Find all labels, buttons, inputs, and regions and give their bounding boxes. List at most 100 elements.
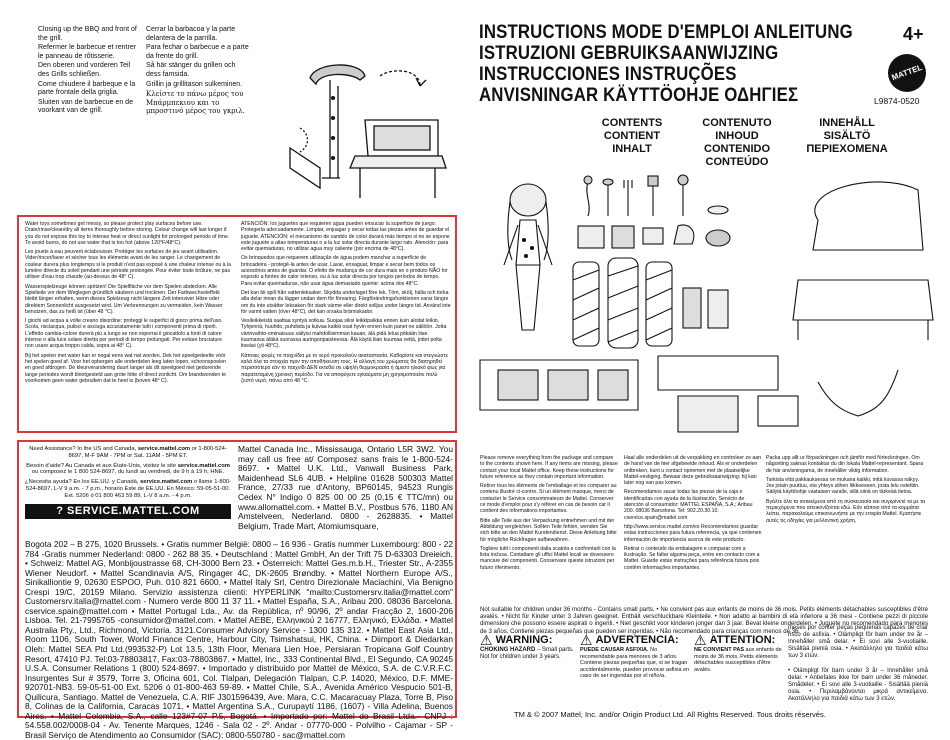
caption: Refermer le barbecue et rentrer le panne… [38, 44, 137, 60]
warning-triangle-icon: ⚠ [480, 632, 493, 648]
warning-triangle-icon: ⚠ [694, 632, 707, 648]
assistance-en: Need Assistance? In the US and Canada, s… [25, 446, 231, 460]
heading: INHALT [612, 143, 652, 155]
caption: Come chiudere il barbeque e la parte fro… [38, 80, 136, 97]
copyright-footer: TM & © 2007 Mattel, Inc. and/or Origin P… [514, 710, 826, 719]
assistance-question: Besoin d'aide? Au Canada et aux États-Un… [26, 462, 177, 469]
heading: CONTENTS [601, 117, 663, 129]
pack-col-3: Packa upp allt ur förpackningen och jämf… [766, 455, 926, 524]
warning-text: – Small parts. Not for children under 3 … [480, 647, 574, 660]
water-warning-right: ATENCIÓN: los juguetes que requieren agu… [241, 221, 451, 384]
paragraph: Os brinquedos que requerem utilização de… [241, 255, 448, 287]
paragraph: Det kan bli spill från vattenleksaker. S… [241, 289, 451, 315]
brand-logo-text: MATTEL [890, 62, 924, 83]
title-line: ISTRUZIONI GEBRUIKSAANWIJZING [479, 42, 779, 64]
contents-illustration [478, 170, 938, 440]
assistance-question: ¿Necesita ayuda? En los EE.UU. y Canadá, [25, 479, 139, 486]
warning-text: aux enfants de moins de 36 mois. Petits … [694, 647, 782, 673]
assistance-question: Need Assistance? In the US and Canada, [29, 446, 137, 452]
accessories [577, 174, 731, 249]
assistance-es: ¿Necesita ayuda? En los EE.UU. y Canadá,… [25, 479, 231, 499]
bbq-illustration [270, 28, 450, 198]
warning-heading: ADVERTENCIA: [595, 634, 679, 646]
caption: Κλείστε το πάνω μέρος του Μπάρμπεκιου κα… [146, 90, 245, 116]
heading: ΠΕΡΙΕΧΟΜΕΝΑ [806, 143, 888, 155]
warning-en: ⚠ WARNING: CHOKING HAZARD – Small parts.… [480, 633, 576, 661]
warning-sub: CHOKING HAZARD [480, 647, 536, 653]
paragraph: Please remove everything from the packag… [480, 455, 618, 480]
paragraph: Retirer tous les éléments de l'emballage… [480, 483, 617, 515]
paragraph: http://www.service.mattel.com/es Recomen… [624, 523, 762, 543]
assistance-panel: Need Assistance? In the US and Canada, s… [25, 446, 231, 519]
caption-col-2: Cerrar la barbacoa y la parte delantera … [146, 26, 250, 116]
paragraph: Κάποιες φορές τα παιχνίδια με το νερό πρ… [241, 352, 448, 384]
heading: CONTIENT [603, 130, 661, 142]
service-banner[interactable]: ? SERVICE.MATTEL.COM [25, 503, 231, 519]
contents-heading-2: CONTENUTO INHOUD CONTENIDO CONTEÚDO [682, 117, 792, 169]
heading: SISÄLTÖ [823, 130, 871, 142]
warning-right-text: meses por conter peças pequenas capazes … [788, 625, 928, 660]
address-text-top: Mattel Canada Inc., Mississauga, Ontario… [238, 444, 453, 531]
heading: CONTENIDO [704, 143, 770, 155]
service-link[interactable]: service.mattel.com [140, 479, 193, 486]
water-warning-left: Water toys sometimes get messy, so pleas… [25, 221, 232, 384]
contents-heading-1: CONTENTS CONTIENT INHALT [582, 117, 682, 156]
paragraph: Bij het spelen met water kan er nogal ee… [25, 352, 227, 384]
service-link[interactable]: service.mattel.com [177, 462, 230, 469]
assistance-detail: ou composez le 1 800 524-8697, du lundi … [31, 469, 225, 476]
brand-logo: MATTEL [888, 54, 926, 92]
contact-box: Need Assistance? In the US and Canada, s… [17, 440, 457, 740]
service-link[interactable]: service.mattel.com [137, 446, 191, 452]
heading: INNEHÅLL [819, 117, 875, 129]
warning-boxes: ⚠ WARNING: CHOKING HAZARD – Small parts.… [480, 633, 782, 693]
assistance-fr: Besoin d'aide? Au Canada et aux États-Un… [25, 463, 231, 477]
sofa-piece [792, 181, 934, 340]
paragraph: Retirar o conteúdo da embalagem e compar… [624, 545, 760, 571]
heading: CONTEÚDO [705, 156, 769, 168]
warning-heading: WARNING: [495, 634, 553, 646]
caption: Para fechar o barbecue e a parte da fren… [146, 44, 249, 60]
paragraph: ATENCIÓN: los juguetes que requieren agu… [241, 221, 450, 253]
warning-text: No recomendable para menores de 3 años. … [580, 647, 690, 679]
address-text-bottom: Bogota 202 – B 275, 1020 Brussels. • Gra… [25, 539, 453, 740]
spiral-cups [572, 257, 729, 349]
caption: Closing up the BBQ and front of the gril… [38, 26, 137, 42]
warning-fr: ⚠ ATTENTION: NE CONVIENT PAS aux enfants… [694, 633, 782, 673]
paragraph: Βγάλτε όλα τα αντικείμενα από τη συσκευα… [766, 498, 926, 524]
doll-figure [503, 183, 553, 331]
caption: Sluiten van de barbecue en de voorkant v… [38, 98, 133, 115]
paragraph: Tarkista että pakkauksessa on mukana kai… [766, 476, 920, 496]
assistance-detail: o llame 1-800-524-8697, L-V 9 a.m. - 7 p… [25, 479, 231, 499]
paragraph: Les jouets à eau peuvent éclabousser. Pr… [25, 249, 232, 281]
assistance-detail: or 1-800-524-8697, M-F 9AM - 7PM or Sat.… [68, 446, 227, 459]
warning-sub: PUEDE CAUSAR ASFIXIA. [580, 647, 649, 653]
title-line: INSTRUCCIONES INSTRUÇÕES [479, 63, 737, 85]
paragraph: Bitte alle Teile aus der Verpackung entn… [480, 517, 617, 543]
paragraph: Wasserspielzeuge können spritzen! Die Sp… [25, 283, 223, 315]
grill-base [479, 355, 899, 433]
caption: Så här stänger du grillen och dess famsi… [146, 62, 236, 78]
caption: Grillin ja grillitason sulkeminen. [146, 80, 243, 88]
paragraph: Packa upp allt ur förpackningen och jämf… [766, 455, 924, 474]
paragraph: Haal alle onderdelen uit de verpakking e… [624, 455, 761, 487]
pack-col-2: Haal alle onderdelen uit de verpakking e… [624, 455, 762, 571]
warning-right-text-2: • Olämpligt för barn under 3 år – Innehå… [788, 668, 928, 703]
pack-col-1: Please remove everything from the packag… [480, 455, 618, 571]
age-label: 4+ [903, 24, 924, 44]
caption-col-1: Closing up the BBQ and front of the gril… [38, 26, 142, 116]
warning-sub: NE CONVIENT PAS [694, 647, 745, 653]
heading: CONTENUTO [702, 117, 772, 129]
product-code: L9874-0520 [874, 96, 920, 106]
paragraph: Togliere tutti i componenti dalla scatol… [480, 545, 616, 571]
paragraph: Recomendamos sacar todas las piezas de l… [624, 489, 753, 521]
title-line: INSTRUCTIONS MODE D'EMPLOI ANLEITUNG [479, 21, 853, 43]
contents-heading-3: INNEHÅLL SISÄLTÖ ΠΕΡΙΕΧΟΜΕΝΑ [792, 117, 902, 156]
warning-es: ⚠ ADVERTENCIA: PUEDE CAUSAR ASFIXIA. No … [580, 633, 690, 680]
warning-heading: ATTENTION: [709, 634, 776, 646]
warning-triangle-icon: ⚠ [580, 632, 593, 648]
warning-strip: Not suitable for children under 36 month… [480, 606, 928, 635]
caption: Den oberen und vorderen Teil des Grills … [38, 62, 131, 78]
paragraph: Vesileikkeistä saattaa syntyä sotkua. Su… [241, 318, 447, 350]
water-warning-box: Water toys sometimes get messy, so pleas… [17, 215, 457, 433]
title-line: ANVISNINGAR KÄYTTÖOHJE ΟΔΗΓΙΕΣ [479, 84, 799, 106]
